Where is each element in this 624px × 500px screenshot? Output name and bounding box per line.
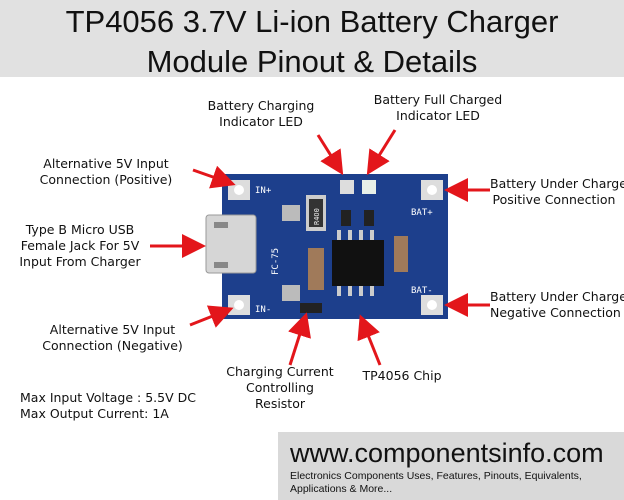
- tp4056-chip: [332, 240, 384, 286]
- arrow-chip: [357, 314, 382, 366]
- arrow-full-led: [366, 129, 397, 176]
- sense-resistor: [309, 199, 323, 227]
- footer-site: www.componentsinfo.com: [290, 438, 604, 468]
- spec-max-input: Max Input Voltage : 5.5V DC: [20, 390, 196, 405]
- arrow-charging-led: [316, 134, 344, 176]
- micro-usb-jack: [205, 214, 257, 274]
- spec-max-output: Max Output Current: 1A: [20, 406, 169, 421]
- title-line-1: TP4056 3.7V Li-ion Battery Charger: [65, 4, 559, 39]
- footer-banner: www.componentsinfo.com Electronics Compo…: [278, 432, 624, 500]
- header: TP4056 3.7V Li-ion Battery Charger Modul…: [0, 0, 624, 79]
- resistor-marking: R4O0: [313, 208, 321, 225]
- charging-led: [340, 180, 354, 194]
- arrows: [150, 129, 490, 366]
- silk-in-pos: IN+: [255, 186, 272, 196]
- arrow-resistor: [288, 312, 311, 366]
- silk-fc75: FC-75: [271, 248, 281, 275]
- arrow-in-neg: [189, 305, 234, 328]
- charging-resistor: [300, 303, 322, 313]
- silk-bat-pos: BAT+: [411, 208, 433, 218]
- footer-tagline: Electronics Components Uses, Features, P…: [290, 470, 582, 495]
- label-chip: TP4056 Chip: [362, 368, 442, 383]
- title-line-2: Module Pinout & Details: [146, 44, 478, 79]
- arrow-in-pos: [192, 165, 236, 189]
- silk-in-neg: IN-: [255, 305, 271, 315]
- pcb-board: IN+ IN- BAT+ BAT- FC-75 R4O0: [205, 174, 448, 319]
- silk-bat-neg: BAT-: [411, 286, 433, 296]
- full-led: [362, 180, 376, 194]
